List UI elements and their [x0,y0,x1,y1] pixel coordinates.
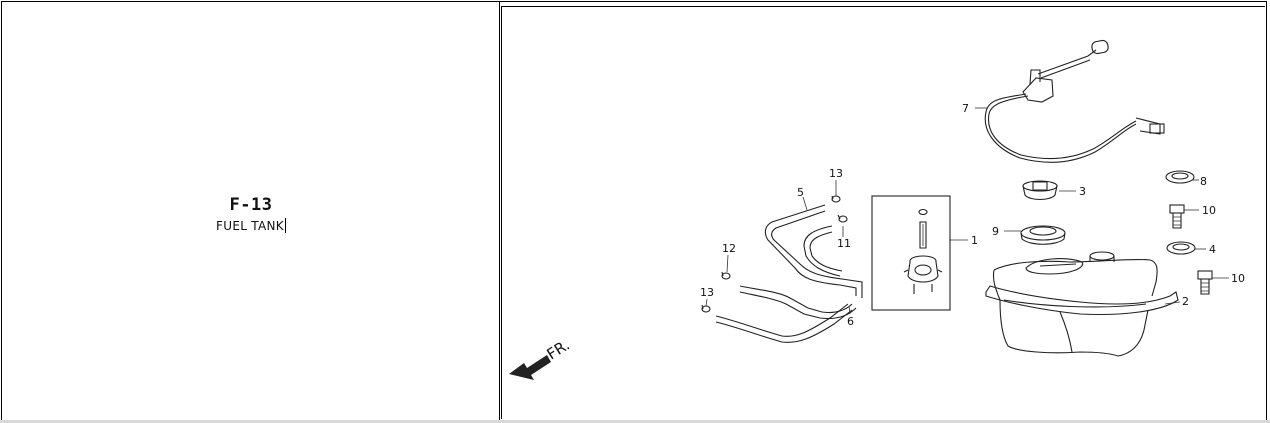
callout-1: 1 [971,234,978,247]
diagram-border [501,6,1265,419]
section-code: F-13 [229,195,273,215]
fuel-valve-kit [871,195,951,311]
filler-ring [1020,225,1066,245]
callout-3: 3 [1079,185,1086,198]
callout-8: 8 [1200,175,1207,188]
fuel-tank [985,251,1179,357]
clip-13-upper [831,195,841,203]
callout-10-lower: 10 [1231,272,1245,285]
fuel-gauge-sensor [984,39,1165,163]
section-name-row[interactable]: FUEL TANK [2,218,500,233]
clip-11 [837,214,848,223]
clip-12 [721,271,731,280]
fuel-hose-6 [715,225,853,343]
callout-10-upper: 10 [1202,204,1216,217]
bolt-10-upper [1169,204,1185,229]
callout-2: 2 [1182,295,1189,308]
callout-13-upper: 13 [829,167,843,180]
callout-4: 4 [1209,243,1216,256]
text-cursor [284,218,286,233]
washer-4 [1166,241,1196,255]
callout-13-lower: 13 [700,286,714,299]
section-title-panel: F-13 FUEL TANK [2,2,500,421]
section-name[interactable]: FUEL TANK [216,219,284,233]
callout-12: 12 [722,242,736,255]
gasket-8 [1165,170,1195,184]
bolt-10-lower [1197,270,1213,295]
callout-6: 6 [847,315,854,328]
callout-11: 11 [837,237,851,250]
callout-5: 5 [797,186,804,199]
callout-7: 7 [962,102,969,115]
callout-9: 9 [992,225,999,238]
clip-13-lower [701,304,711,313]
diagram-panel [500,2,1266,421]
bottom-strip [0,420,1270,423]
leader-lines [705,107,1229,315]
fuel-cap [1022,180,1058,201]
front-arrow-icon [509,355,551,380]
